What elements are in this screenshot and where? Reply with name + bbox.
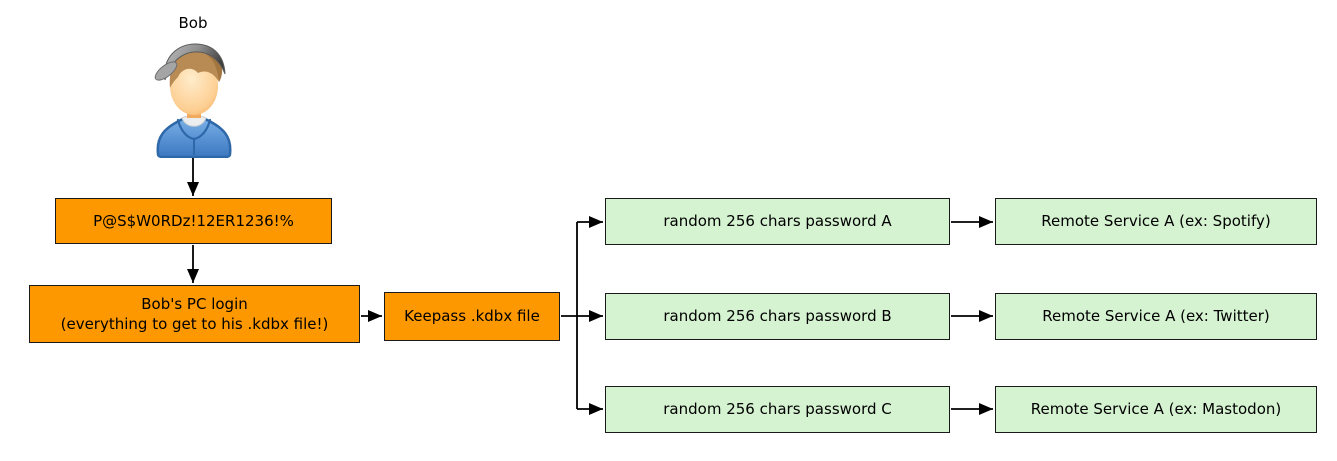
person-label: Bob <box>178 14 208 32</box>
password-a-node: random 256 chars password A <box>605 198 950 245</box>
remote-service-b-node: Remote Service A (ex: Twitter) <box>995 293 1317 340</box>
keepass-file-text: Keepass .kdbx file <box>404 307 540 326</box>
branch-trunk-line <box>561 222 578 409</box>
remote-service-c-node: Remote Service A (ex: Mastodon) <box>995 386 1317 433</box>
remote-service-b-text: Remote Service A (ex: Twitter) <box>1042 307 1270 326</box>
password-c-text: random 256 chars password C <box>663 400 892 419</box>
password-b-node: random 256 chars password B <box>605 293 950 340</box>
remote-service-c-text: Remote Service A (ex: Mastodon) <box>1030 400 1282 419</box>
pc-login-node: Bob's PC login (everything to get to his… <box>29 285 360 343</box>
keepass-file-node: Keepass .kdbx file <box>384 292 560 341</box>
password-a-text: random 256 chars password A <box>663 212 892 231</box>
password-b-text: random 256 chars password B <box>663 307 892 326</box>
remote-service-a-node: Remote Service A (ex: Spotify) <box>995 198 1317 245</box>
master-password-text: P@S$W0RDz!12ER1236!% <box>93 211 294 230</box>
master-password-node: P@S$W0RDz!12ER1236!% <box>55 198 332 244</box>
pc-login-title: Bob's PC login <box>141 294 248 313</box>
person-icon <box>149 40 239 159</box>
password-c-node: random 256 chars password C <box>605 386 950 433</box>
pc-login-subtitle: (everything to get to his .kdbx file!) <box>60 315 329 333</box>
remote-service-a-text: Remote Service A (ex: Spotify) <box>1041 212 1271 231</box>
